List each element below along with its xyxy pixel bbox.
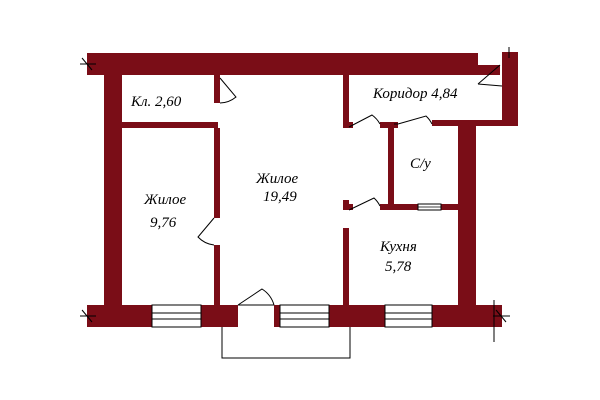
wall-right <box>458 124 476 327</box>
wall-bottom-mid-1 <box>201 305 238 327</box>
balcony-door <box>237 288 275 327</box>
wall-living-divider-lower <box>214 245 220 305</box>
wall-bath-left <box>388 124 394 206</box>
room-label-closet: Кл. 2,60 <box>130 94 182 110</box>
room-name-kitchen: Кухня <box>379 239 417 255</box>
wall-top <box>87 53 478 75</box>
door-bathroom <box>397 115 433 125</box>
door-kitchen <box>348 197 381 211</box>
window-right <box>384 304 433 328</box>
window-middle <box>279 304 330 328</box>
wall-kitchen-left-lower <box>343 228 349 305</box>
wall-kitchen-top-c <box>441 204 460 210</box>
room-name-living-main: Жилое <box>255 171 298 187</box>
doors <box>197 64 503 246</box>
room-label-bathroom: С/у <box>410 156 431 172</box>
wall-top-right-corner <box>478 53 500 75</box>
room-area-living-main: 19,49 <box>263 189 297 205</box>
wall-bottom-mid-2 <box>274 305 280 327</box>
wall-bottom-left <box>87 305 152 327</box>
wall-kitchen-top-a <box>343 204 353 210</box>
wall-kitchen-top-b <box>380 204 418 210</box>
door-living-left <box>197 217 215 246</box>
balcony <box>221 327 351 359</box>
dimension-ticks <box>80 47 510 342</box>
door-entrance <box>477 64 503 87</box>
windows <box>151 203 442 328</box>
wall-corridor-bottom-a <box>343 122 353 128</box>
wall-corridor-left <box>343 75 349 127</box>
room-area-living-left: 9,76 <box>150 215 177 231</box>
wall-corridor-bottom-right <box>432 120 518 126</box>
wall-closet-right-upper <box>214 75 220 103</box>
window-left <box>151 304 202 328</box>
wall-left <box>104 53 122 327</box>
wall-closet-bottom <box>122 122 218 128</box>
door-living-corridor <box>348 114 381 128</box>
wall-living-divider-upper <box>214 128 220 218</box>
room-name-living-left: Жилое <box>143 192 186 208</box>
room-label-corridor: Коридор 4,84 <box>372 86 458 102</box>
wall-bottom-mid-3 <box>329 305 385 327</box>
door-closet <box>219 77 237 104</box>
room-area-kitchen: 5,78 <box>385 259 412 275</box>
window-kitchen-top <box>417 203 442 211</box>
wall-entry-jamb <box>502 52 518 124</box>
room-labels: Кл. 2,60 Коридор 4,84 С/у Жилое 19,49 Жи… <box>130 86 458 275</box>
